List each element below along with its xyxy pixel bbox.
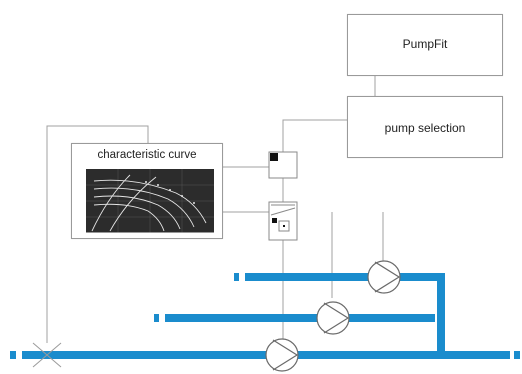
characteristic-curve-label: characteristic curve [97, 149, 197, 161]
pump-icon [265, 338, 299, 372]
pumpfit-box: PumpFit [347, 14, 503, 76]
characteristic-curve-box: characteristic curve [71, 143, 223, 239]
pipe-top-end [234, 273, 239, 281]
pump-selection-box: pump selection [347, 96, 503, 158]
controller-icon [268, 151, 298, 179]
pipe-riser [437, 273, 445, 359]
line-loop-to-valve [46, 125, 149, 343]
pump-icon [367, 260, 401, 294]
pipe-mid-end [154, 314, 159, 322]
pipe-main-end-left [10, 351, 16, 359]
pipe-mid [165, 314, 435, 322]
valve-icon [32, 342, 62, 368]
pumpfit-label: PumpFit [402, 37, 448, 51]
pump-icon [316, 301, 350, 335]
line-selection-to-controller [282, 119, 347, 152]
pipe-top [245, 273, 445, 281]
pipe-main-end-right [514, 351, 520, 359]
pump-selection-label: pump selection [384, 121, 466, 135]
sensor-icon [268, 201, 298, 241]
characteristic-curve-graph [86, 169, 214, 233]
